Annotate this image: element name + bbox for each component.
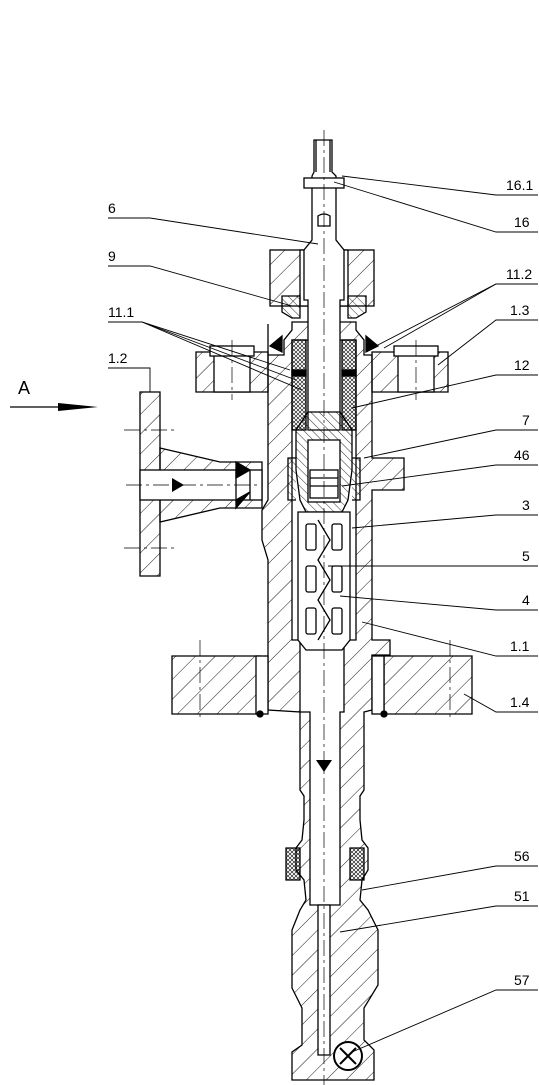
callout-9: 9 [108, 248, 116, 264]
callout-6: 6 [108, 200, 116, 216]
cage-ports [305, 519, 343, 641]
leader-lines [108, 175, 538, 1053]
mount-flange-r [383, 655, 473, 715]
callout-4: 4 [522, 592, 530, 608]
callout-11-2: 11.2 [506, 266, 533, 282]
mount-flange [171, 655, 261, 715]
lower-seal-left [285, 847, 301, 881]
callout-3: 3 [522, 497, 530, 513]
callout-56: 56 [514, 848, 530, 864]
packing [291, 339, 307, 431]
view-arrow-a [10, 403, 98, 411]
callout-1-2: 1.2 [108, 350, 128, 366]
callout-57: 57 [514, 972, 530, 988]
callout-7: 7 [522, 412, 530, 428]
callout-46: 46 [514, 447, 530, 463]
view-label-a: A [18, 378, 31, 398]
lower-seal-right [349, 847, 365, 881]
callout-12: 12 [514, 357, 530, 373]
callout-1-1: 1.1 [510, 638, 530, 654]
callout-16-1: 16.1 [506, 177, 534, 193]
centerlines [124, 130, 451, 1085]
callout-11-1: 11.1 [108, 304, 135, 320]
callout-51: 51 [514, 888, 530, 904]
callout-16: 16 [514, 214, 530, 230]
callout-1-4: 1.4 [510, 694, 530, 710]
callout-5: 5 [522, 548, 530, 564]
gland-sleeve [281, 295, 301, 319]
callout-1-3: 1.3 [510, 302, 530, 318]
gland-sleeve-r [347, 295, 367, 319]
packing-r [341, 339, 357, 431]
